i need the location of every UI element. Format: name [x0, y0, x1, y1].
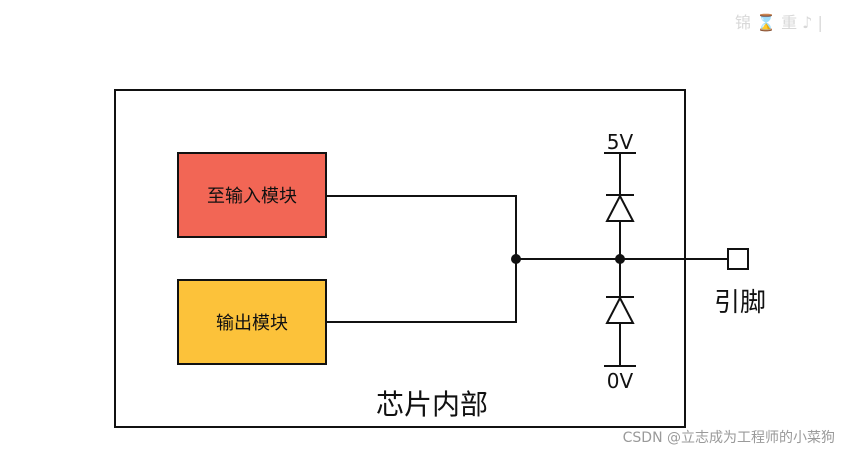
pin-terminal: [727, 248, 749, 270]
module-wires: [326, 195, 517, 323]
output-module-block: [177, 279, 327, 365]
vcc-label: 5V: [607, 130, 634, 154]
input-module-label: 至输入模块: [207, 186, 297, 207]
csdn-watermark: CSDN @立志成为工程师的小菜狗: [623, 430, 835, 446]
output-module-label: 输出模块: [216, 313, 288, 334]
corner-watermark: 锦 ⌛ 重 ♪ |: [735, 13, 823, 32]
pin-label: 引脚: [714, 288, 766, 318]
upper-diode: [605, 193, 635, 222]
input-module-block: [177, 152, 327, 238]
gnd-label: 0V: [607, 369, 634, 393]
chip-label: 芯片内部: [376, 388, 488, 421]
lower-diode: [605, 295, 635, 324]
junction-dot-left: [511, 254, 521, 264]
